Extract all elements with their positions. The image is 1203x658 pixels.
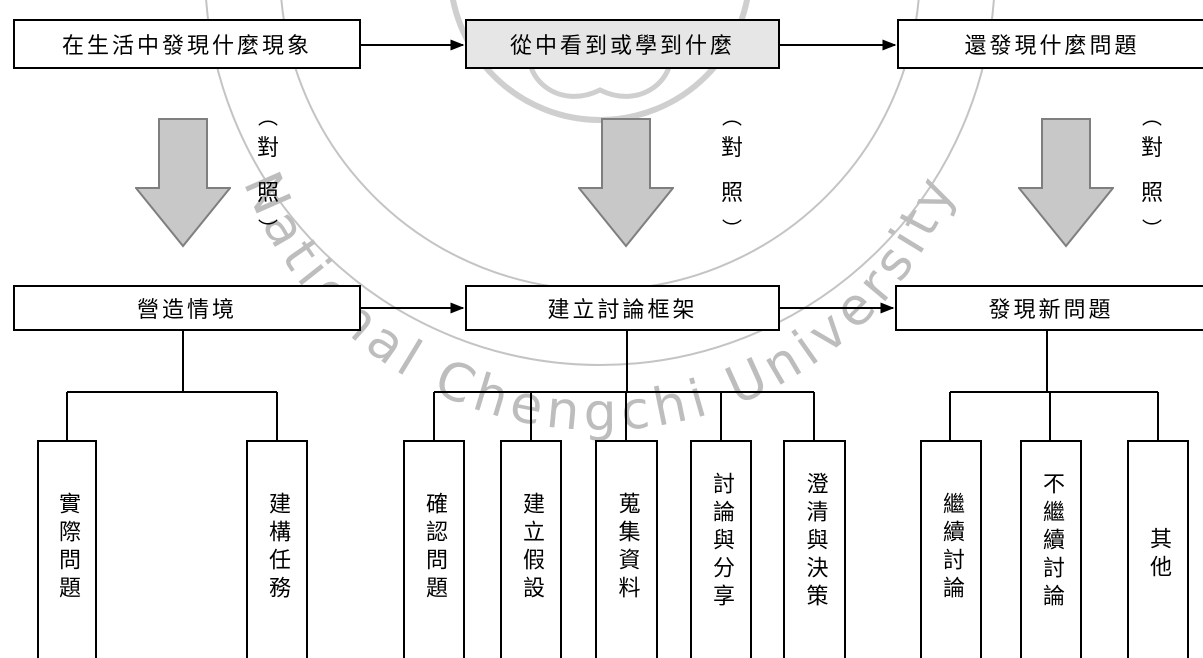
framework-child-3: 蒐集資料	[595, 440, 658, 658]
framework-box: 建立討論框架	[465, 285, 780, 331]
situation-box: 營造情境	[13, 285, 361, 331]
framework-child-2-label: 建立假設	[519, 492, 544, 604]
down-arrow-1	[135, 118, 231, 248]
phenomenon-box: 在生活中發現什麼現象	[13, 19, 361, 69]
framework-child-5: 澄清與決策	[783, 440, 846, 658]
new-problem-child-1: 繼續討論	[920, 440, 982, 658]
note-open-paren: ︵	[1142, 105, 1162, 129]
framework-child-1-label: 確認問題	[422, 492, 447, 604]
compare-note-3: ︵ 對 照 ︶	[1137, 104, 1167, 241]
situation-child-2: 建構任務	[246, 440, 308, 658]
note-char-1: 對	[1140, 136, 1163, 161]
note-close-paren: ︶	[1142, 217, 1162, 241]
framework-child-4-label: 討論與分享	[709, 472, 734, 612]
note-char-1: 對	[256, 136, 279, 161]
note-close-paren: ︶	[722, 217, 742, 241]
down-arrow-2	[578, 118, 674, 248]
new-problem-child-1-label: 繼續討論	[939, 492, 964, 604]
framework-child-1: 確認問題	[403, 440, 465, 658]
framework-child-5-label: 澄清與決策	[802, 472, 828, 612]
question-label: 還發現什麼問題	[964, 34, 1140, 59]
new-problem-child-2: 不繼續討論	[1020, 440, 1082, 658]
note-char-2: 照	[1140, 181, 1163, 206]
note-char-2: 照	[256, 181, 279, 206]
note-open-paren: ︵	[722, 105, 742, 129]
new-problem-child-3-label: 其他	[1146, 527, 1171, 583]
note-open-paren: ︵	[258, 105, 278, 129]
down-arrow-3	[1018, 118, 1114, 248]
learned-label: 從中看到或學到什麼	[509, 34, 735, 59]
framework-label: 建立討論框架	[547, 298, 698, 323]
new-problem-child-2-label: 不繼續討論	[1039, 472, 1064, 612]
situation-child-1: 實際問題	[37, 440, 97, 658]
note-char-2: 照	[720, 181, 743, 206]
new-problem-box: 發現新問題	[895, 285, 1203, 331]
framework-child-4: 討論與分享	[690, 440, 752, 658]
note-close-paren: ︶	[258, 217, 278, 241]
compare-note-2: ︵ 對 照 ︶	[717, 104, 747, 241]
framework-child-3-label: 蒐集資料	[614, 492, 640, 604]
situation-child-2-label: 建構任務	[265, 492, 290, 604]
situation-child-1-label: 實際問題	[55, 492, 80, 604]
framework-child-2: 建立假設	[500, 440, 562, 658]
situation-label: 營造情境	[136, 298, 237, 323]
phenomenon-label: 在生活中發現什麼現象	[61, 34, 312, 59]
note-char-1: 對	[720, 136, 743, 161]
new-problem-label: 發現新問題	[988, 298, 1114, 323]
new-problem-child-3: 其他	[1127, 440, 1189, 658]
compare-note-1: ︵ 對 照 ︶	[253, 104, 283, 241]
question-box: 還發現什麼問題	[897, 19, 1203, 69]
learned-box: 從中看到或學到什麼	[465, 19, 780, 69]
